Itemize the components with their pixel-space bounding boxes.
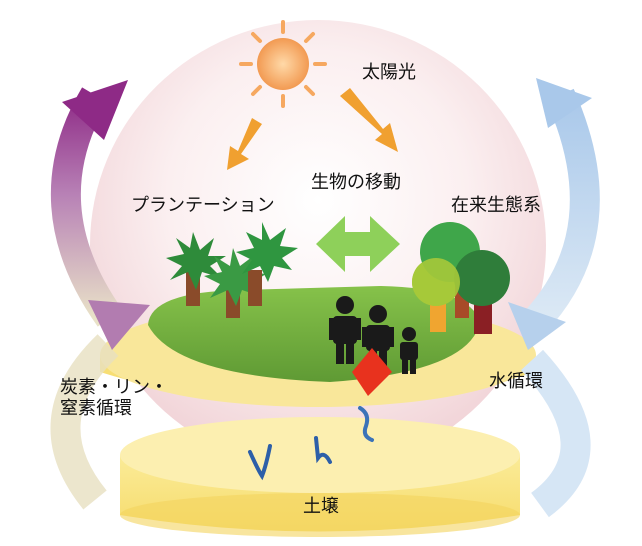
sun-icon [239, 20, 327, 108]
palm-tree-icon [166, 232, 226, 306]
water-cycle-arrow [508, 78, 600, 518]
label-water-cycle: 水循環 [489, 371, 543, 392]
plantation-trees [166, 222, 298, 318]
sunlight-arrows [227, 88, 398, 170]
label-nutrient-cycle-line2: 窒素循環 [60, 397, 132, 419]
label-nutrient-cycle: 炭素・リン・ 窒素循環 [60, 377, 190, 419]
pollution-marker [352, 348, 392, 396]
palm-tree-icon [236, 222, 298, 306]
soil-water-lines [248, 406, 374, 481]
label-nutrient-cycle-line1: 炭素・リン・ [60, 377, 168, 398]
label-soil: 土壌 [303, 496, 339, 517]
label-sunlight: 太陽光 [362, 62, 416, 83]
deciduous-tree-icon [454, 250, 510, 334]
soil-layer [120, 417, 520, 537]
label-native-ecosystem: 在来生態系 [451, 195, 541, 216]
native-trees [412, 222, 510, 334]
nutrient-cycle-arrow [50, 80, 150, 510]
person-icon [400, 327, 418, 374]
double-arrow-icon [316, 216, 400, 272]
label-species-movement: 生物の移動 [311, 172, 401, 193]
label-plantation: プランテーション [131, 195, 275, 216]
person-icon [329, 296, 361, 364]
